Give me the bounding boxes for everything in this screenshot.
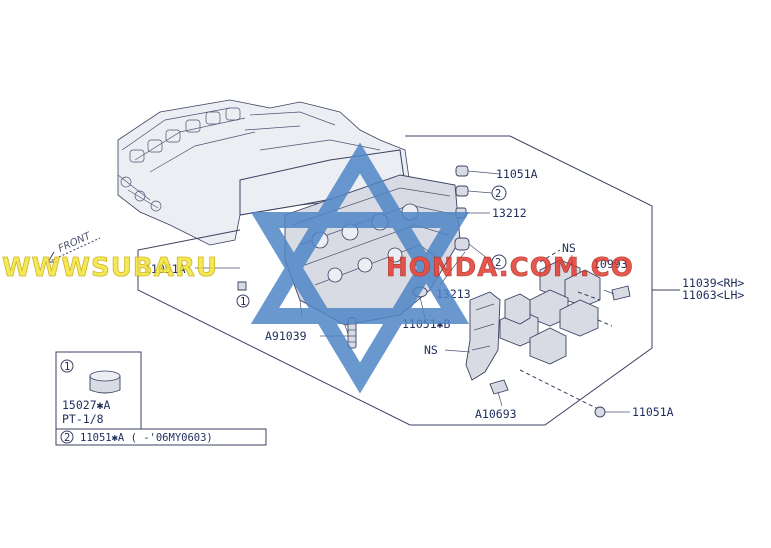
watermark-text-left: WWWSUBARU	[2, 253, 218, 283]
watermark-text-right: HONDA.COM.CO	[386, 253, 634, 283]
label-ns-mid: NS	[424, 343, 438, 357]
cap-callout-2-top	[455, 185, 469, 197]
label-11063-lh: 11063<LH>	[682, 288, 744, 302]
plug-11051a-top	[455, 165, 469, 177]
watermark: WWWSUBARU HONDA.COM.CO	[2, 142, 634, 394]
label-a91039: A91039	[265, 329, 307, 343]
label-11051a-top: 11051A	[496, 167, 538, 181]
callout-1	[236, 294, 250, 308]
label-ns-top: NS	[562, 241, 576, 255]
engine-block-illustration	[117, 99, 411, 246]
front-label: FRONT	[57, 230, 93, 254]
plug-callout-1	[237, 281, 247, 291]
callout-2-mid-num: 2	[495, 257, 501, 269]
legend-callout-2	[60, 430, 74, 444]
label-11051a-bottom: 11051A	[632, 405, 674, 419]
camshaft-caps-illustration	[444, 249, 631, 418]
legend-item2-num: 2	[64, 432, 70, 444]
label-11039-rh: 11039<RH>	[682, 276, 744, 290]
label-13212: 13212	[492, 206, 527, 220]
legend-item1-part: 15027✱A	[62, 398, 111, 412]
plug-11051a-bottom	[594, 406, 606, 418]
legend-item2-text: 11051✱A ( -'06MY0603)	[80, 432, 213, 444]
watermark-star	[250, 142, 470, 394]
label-10993: 10993	[593, 257, 628, 271]
legend-callout-1	[60, 359, 74, 373]
group-outline	[137, 135, 653, 426]
legend-item1-num: 1	[64, 361, 70, 373]
legend-item1-spec: PT-1/8	[62, 412, 104, 426]
callout-1-num: 1	[240, 296, 246, 308]
callout-2-top-num: 2	[495, 188, 501, 200]
cap-13213	[454, 237, 470, 251]
label-a10693: A10693	[475, 407, 517, 421]
label-11051a-left: 11051A	[144, 262, 186, 276]
legend-box: 1 15027✱A PT-1/8 2 11051✱A ( -'06MY0603)	[55, 351, 267, 446]
